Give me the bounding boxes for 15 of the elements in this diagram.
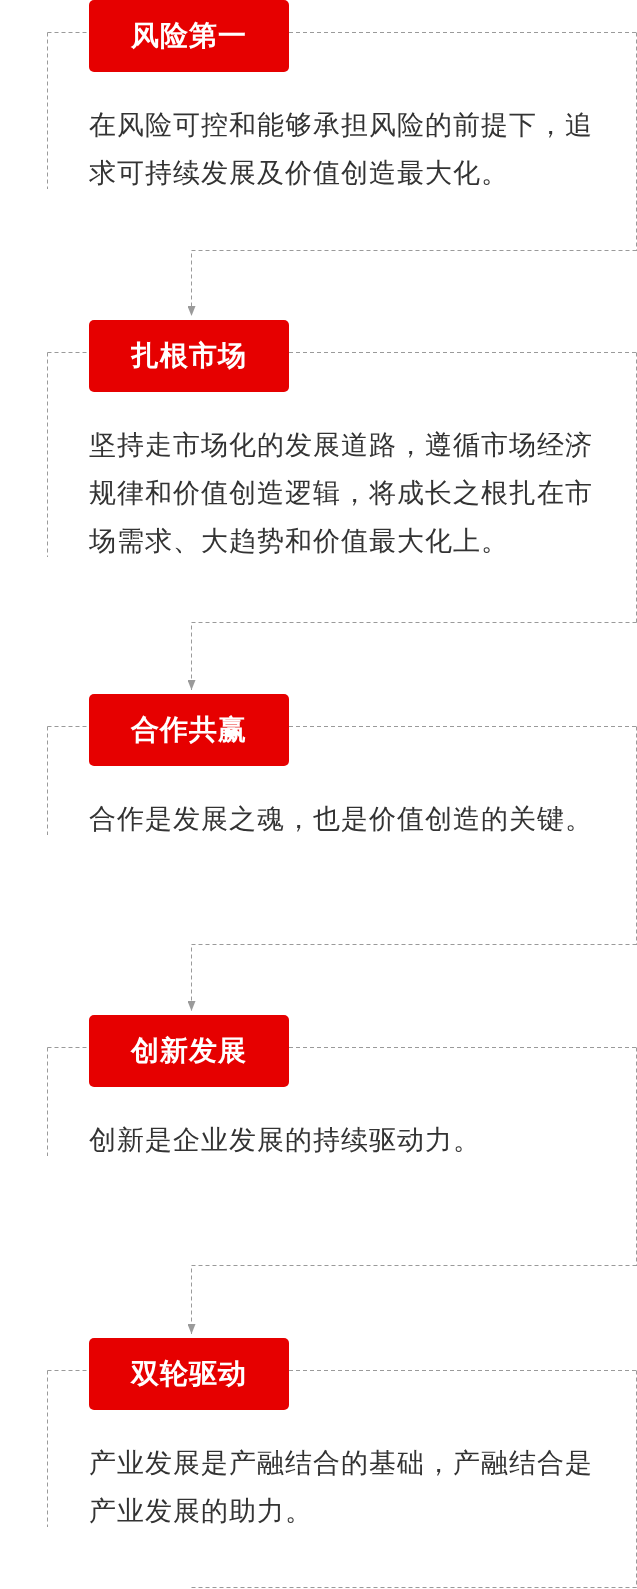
dashed-line [191,1587,637,1588]
dashed-arrow [187,944,637,1012]
heading-tab: 双轮驱动 [89,1338,289,1410]
heading-tab: 风险第一 [89,0,289,72]
body-text: 坚持走市场化的发展道路，遵循市场经济规律和价值创造逻辑，将成长之根扎在市场需求、大趋势和价值最大化上。 [89,428,594,558]
heading-tab: 创新发展 [89,1015,289,1087]
dashed-arrow [187,622,637,691]
body-text: 创新是企业发展的持续驱动力。 [89,1123,482,1157]
body-text: 在风险可控和能够承担风险的前提下，追求可持续发展及价值创造最大化。 [89,108,594,190]
heading-tab: 扎根市场 [89,320,289,392]
body-text: 合作是发展之魂，也是价值创造的关键。 [89,802,594,836]
body-text: 产业发展是产融结合的基础，产融结合是产业发展的助力。 [89,1446,594,1528]
dashed-arrow [187,1265,637,1335]
heading-tab: 合作共赢 [89,694,289,766]
dashed-arrow [187,250,637,317]
